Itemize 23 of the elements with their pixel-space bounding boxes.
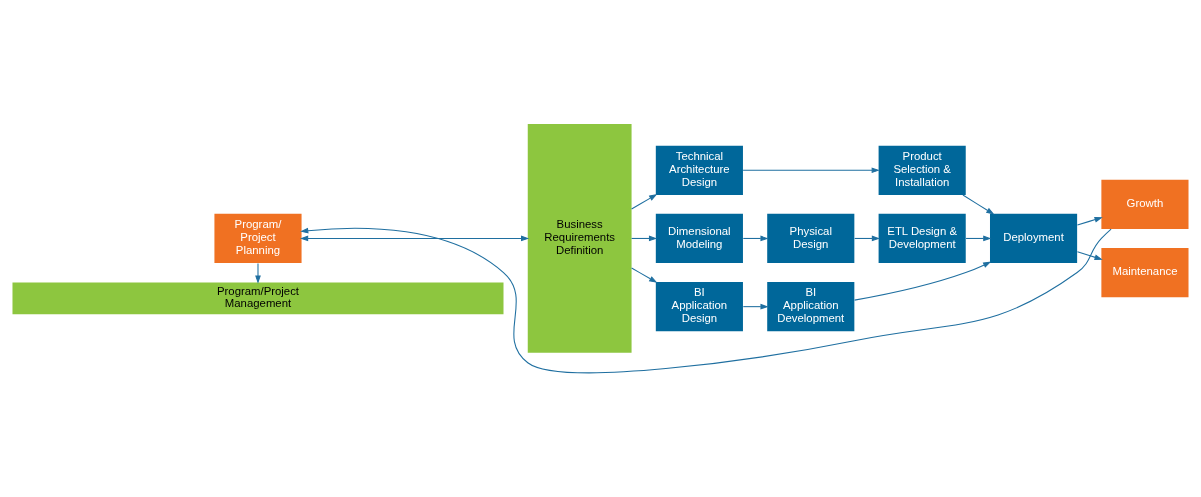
node-box: Physical Design bbox=[767, 213, 855, 264]
node-box: Growth bbox=[1101, 179, 1189, 229]
arrow bbox=[854, 261, 992, 301]
node-box: Product Selection & Installation bbox=[878, 145, 966, 195]
node-box: Program/Project Management bbox=[12, 282, 504, 315]
arrow bbox=[1076, 216, 1103, 226]
node-box: BI Application Design bbox=[655, 282, 743, 332]
arrow bbox=[255, 262, 261, 284]
arrow bbox=[742, 167, 880, 174]
node-box: BI Application Development bbox=[767, 282, 855, 332]
node-box: ETL Design & Development bbox=[878, 213, 966, 264]
node-box: Deployment bbox=[990, 213, 1078, 264]
node-box: Business Requirements Definition bbox=[527, 124, 632, 353]
node-box: Maintenance bbox=[1101, 247, 1189, 298]
arrow bbox=[300, 227, 1112, 374]
arrow bbox=[631, 194, 658, 210]
node-box: Technical Architecture Design bbox=[655, 145, 743, 195]
node-box: Dimensional Modeling bbox=[655, 213, 743, 264]
arrow bbox=[300, 235, 530, 242]
arrow bbox=[631, 267, 658, 283]
arrow bbox=[962, 194, 995, 215]
node-box: Program/ Project Planning bbox=[214, 213, 302, 264]
arrow bbox=[1076, 251, 1103, 260]
